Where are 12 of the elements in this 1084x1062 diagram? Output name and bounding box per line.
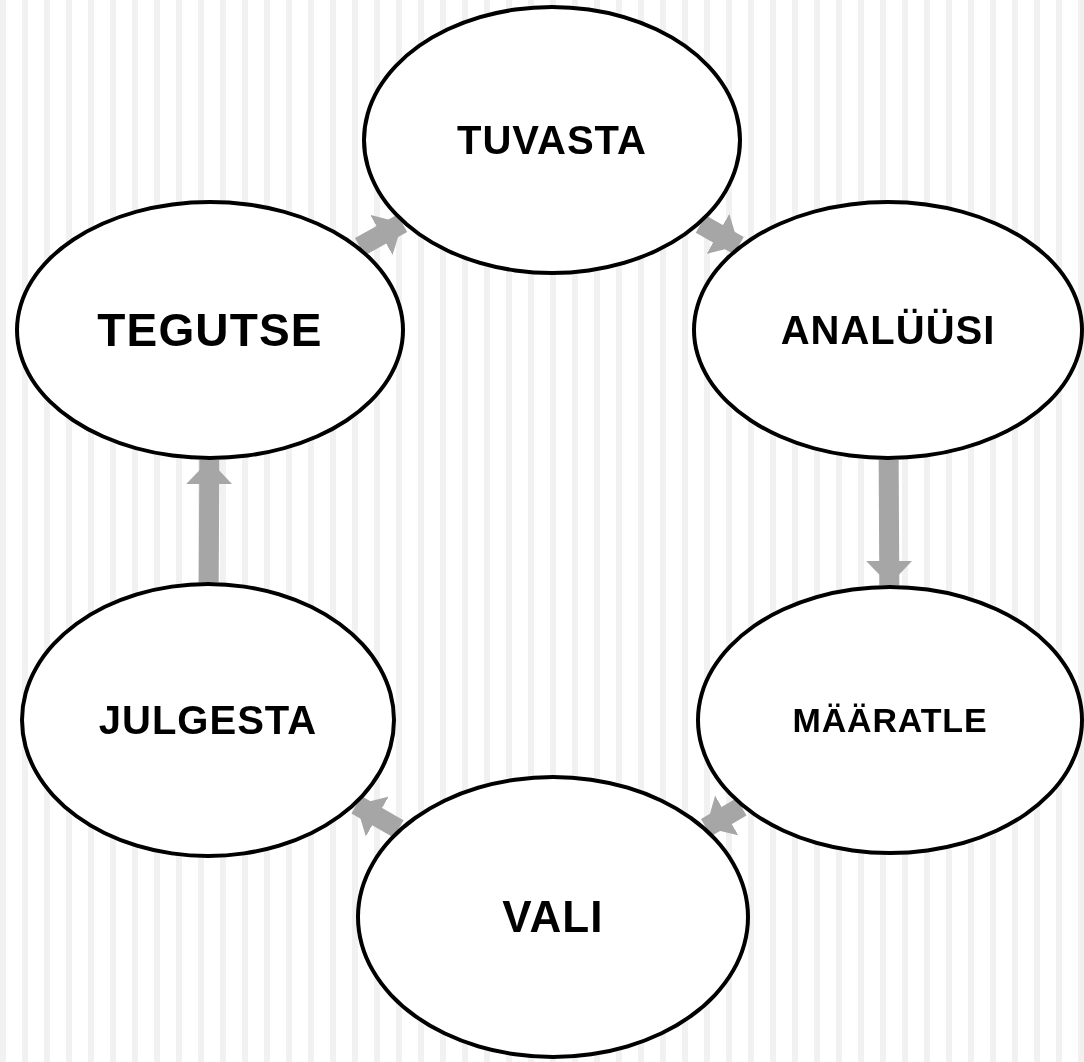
node-label: JULGESTA — [98, 697, 318, 744]
block-arrow — [351, 796, 404, 838]
block-arrow — [700, 795, 747, 837]
block-arrow — [354, 214, 408, 256]
block-arrow — [186, 459, 233, 583]
node-label: MÄÄRATLE — [792, 699, 988, 741]
node-label: TUVASTA — [457, 117, 647, 164]
node-label: VALI — [502, 891, 604, 943]
node-label: ANALÜÜSI — [780, 307, 996, 354]
node-label: TEGUTSE — [97, 302, 323, 358]
block-arrow — [866, 459, 913, 586]
block-arrow — [695, 213, 744, 255]
